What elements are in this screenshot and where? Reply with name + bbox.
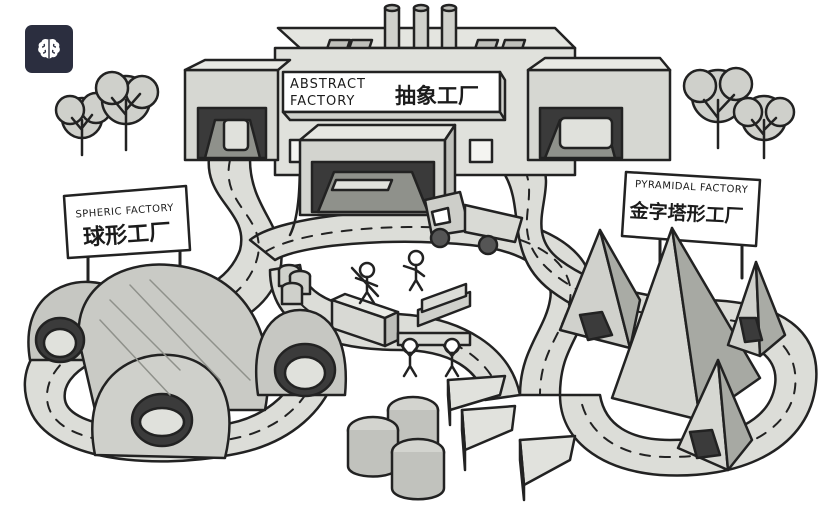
spheric-domes xyxy=(27,263,347,460)
factory-sign-text: ABSTRACT FACTORY 抽象工厂 xyxy=(290,77,479,109)
trees-right xyxy=(682,66,796,160)
sofa-icon xyxy=(558,116,614,150)
spheric-label-zh: 球形工厂 xyxy=(82,220,172,251)
abstract-factory-building xyxy=(183,3,672,217)
trees-left xyxy=(54,70,160,157)
pyramids xyxy=(558,226,787,472)
round-table-icon xyxy=(138,406,186,438)
spheric-sign-text: SPHERIC FACTORY 球形工厂 xyxy=(75,203,175,251)
round-stacks xyxy=(346,395,446,501)
factory-label-zh: 抽象工厂 xyxy=(395,84,479,108)
pyramidal-factory-sign xyxy=(620,170,762,280)
delivery-truck xyxy=(423,190,524,256)
central-work-area xyxy=(277,249,472,378)
spheric-factory-sign xyxy=(62,184,192,287)
wedge-stacks xyxy=(446,374,577,502)
brain-icon xyxy=(38,38,60,59)
armchair-icon xyxy=(222,118,250,152)
factory-label-en-1: ABSTRACT xyxy=(290,77,366,92)
table-icon xyxy=(330,178,394,192)
brain-badge[interactable] xyxy=(25,25,73,73)
factory-label-en-2: FACTORY xyxy=(290,94,355,109)
